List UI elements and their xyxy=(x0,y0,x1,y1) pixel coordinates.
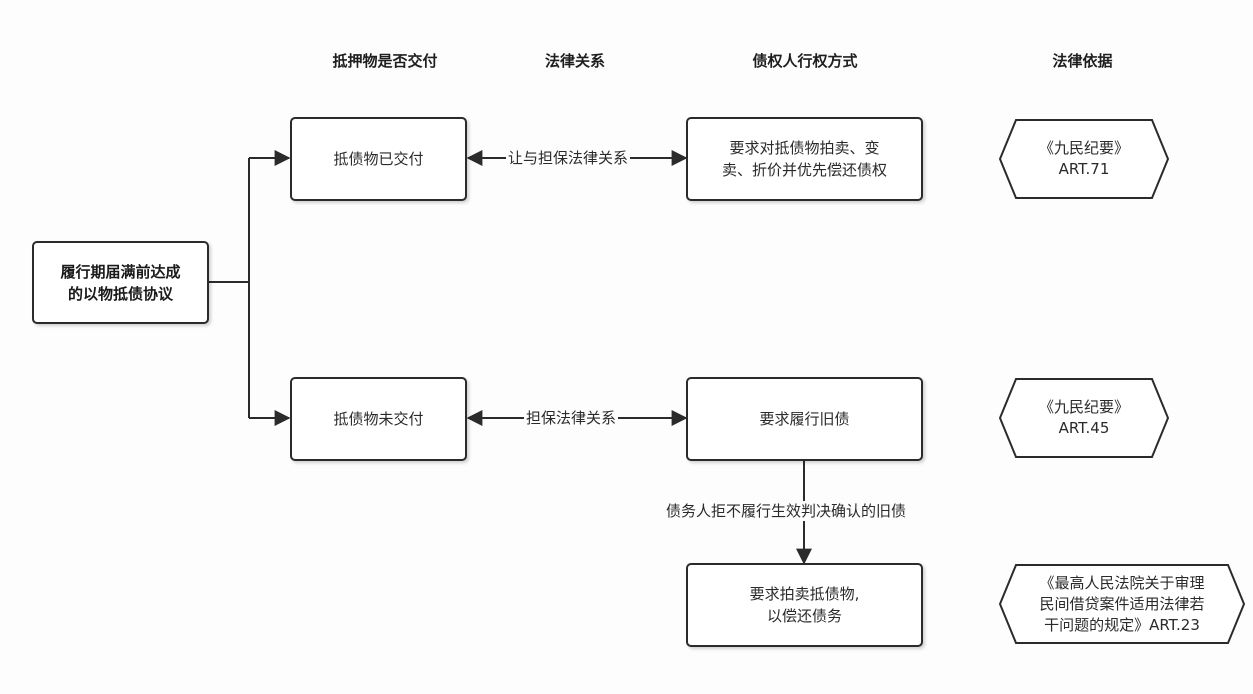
basis-shape-71 xyxy=(998,119,1170,199)
node-remedy-old-debt-label: 要求履行旧债 xyxy=(759,410,850,428)
edge-label-relation-delivered: 让与担保法律关系 xyxy=(506,148,631,168)
node-remedy-auction[interactable]: 要求拍卖抵债物, 以偿还债务 xyxy=(686,563,923,647)
node-remedy-old-debt[interactable]: 要求履行旧债 xyxy=(686,377,923,461)
node-remedy-auction-label: 要求拍卖抵债物, 以偿还债务 xyxy=(749,585,860,625)
node-remedy-delivered-label: 要求对抵债物拍卖、变 卖、折价并优先偿还债权 xyxy=(721,139,887,179)
node-remedy-delivered[interactable]: 要求对抵债物拍卖、变 卖、折价并优先偿还债权 xyxy=(686,117,923,201)
basis-71-text: 《九民纪要》 ART.71 xyxy=(1038,139,1129,178)
basis-45: 《九民纪要》 ART.45 xyxy=(1010,379,1158,457)
basis-shape-23 xyxy=(998,564,1246,644)
edge-label-refusal: 债务人拒不履行生效判决确认的旧债 xyxy=(664,501,909,521)
root-node-label: 履行期届满前达成 的以物抵债协议 xyxy=(60,262,181,303)
basis-23-text: 《最高人民法院关于审理 民间借贷案件适用法律若 干问题的规定》ART.23 xyxy=(1039,573,1205,634)
basis-71: 《九民纪要》 ART.71 xyxy=(1010,120,1158,198)
node-delivered[interactable]: 抵债物已交付 xyxy=(290,117,467,201)
header-relation: 法律关系 xyxy=(544,52,605,70)
basis-23: 《最高人民法院关于审理 民间借贷案件适用法律若 干问题的规定》ART.23 xyxy=(1008,565,1236,643)
node-delivered-label: 抵债物已交付 xyxy=(333,150,424,168)
edge-label-relation-not-delivered: 担保法律关系 xyxy=(524,408,619,428)
basis-45-text: 《九民纪要》 ART.45 xyxy=(1038,398,1129,437)
basis-shape-45 xyxy=(998,378,1170,458)
header-method: 债权人行权方式 xyxy=(752,52,858,70)
node-not-delivered[interactable]: 抵债物未交付 xyxy=(290,377,467,461)
node-not-delivered-label: 抵债物未交付 xyxy=(333,410,424,428)
header-basis: 法律依据 xyxy=(1052,52,1113,70)
header-delivery: 抵押物是否交付 xyxy=(332,52,438,70)
root-node[interactable]: 履行期届满前达成 的以物抵债协议 xyxy=(32,241,209,324)
